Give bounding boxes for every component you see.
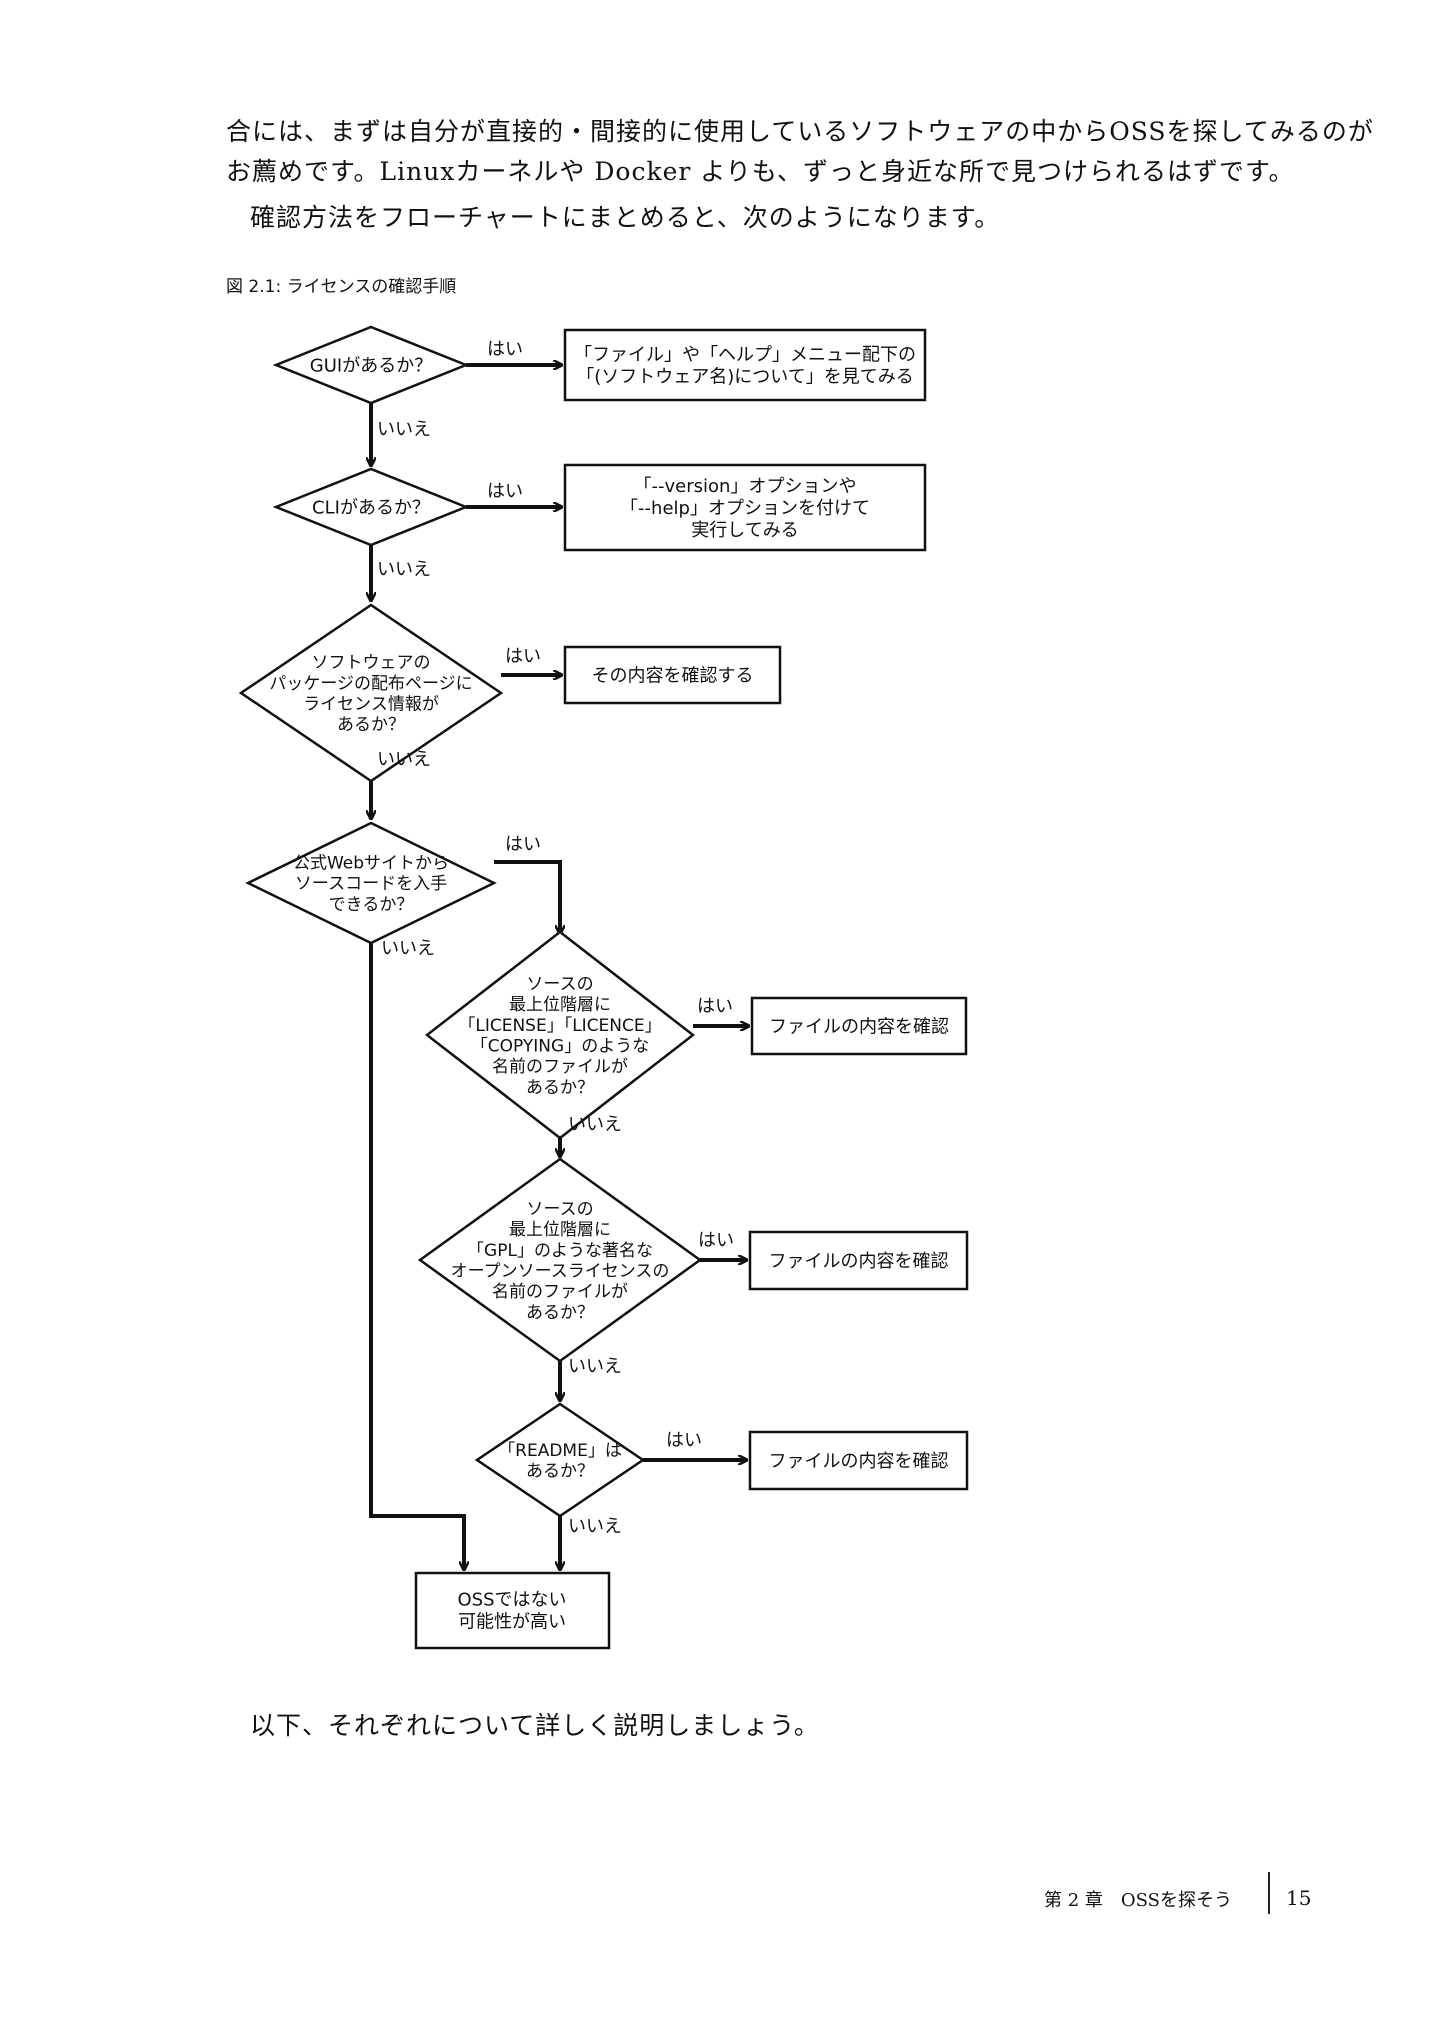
action-1-text-line-1: 「ファイル」や「ヘルプ」メニュー配下の (574, 345, 916, 366)
decision-3-text-line-1: ソフトウェアの (312, 653, 431, 673)
decision-6-text-line-4: オープンソースライセンスの (451, 1261, 670, 1281)
decision-diamond-2 (272, 467, 470, 547)
terminal-text-line-1: OSSではない (457, 1590, 566, 1611)
yes-label-7: はい (666, 1430, 702, 1451)
footer-divider (1268, 1872, 1270, 1914)
decision-6-text-line-2: 最上位階層に (509, 1220, 611, 1240)
yes-label-1: はい (487, 339, 523, 360)
decision-diamond-1 (272, 325, 470, 405)
decision-diamond-6 (417, 1157, 703, 1363)
terminal-box (414, 1571, 611, 1650)
action-4-text-line-1: ファイルの内容を確認 (769, 1016, 949, 1037)
decision-7-text-line-1: 「README」は (498, 1441, 622, 1461)
decision-diamond-4 (245, 821, 497, 945)
action-box-6 (748, 1430, 969, 1491)
footer-page-number: 15 (1286, 1886, 1312, 1910)
decision-5-text-line-4: 「COPYING」のような (471, 1036, 649, 1056)
decision-3-text-line-2: パッケージの配布ページに (269, 674, 472, 694)
decision-diamond-3 (238, 603, 504, 783)
yes-label-6: はい (698, 1230, 734, 1251)
decision-1-text-line-1: GUIがあるか？ (310, 355, 432, 376)
action-2-text-line-2: 「--help」オプションを付けて (620, 498, 870, 519)
action-6-text-line-1: ファイルの内容を確認 (769, 1451, 949, 1472)
decision-6-text-line-5: 名前のファイルが (492, 1282, 628, 1302)
footer-chapter: 第 2 章 OSSを探そう (1044, 1890, 1232, 1911)
action-3-text-line-1: その内容を確認する (592, 665, 754, 686)
action-box-4 (750, 996, 968, 1056)
yes-label-3: はい (505, 646, 541, 667)
no-label-4: いいえ (381, 938, 435, 959)
decision-3-text-line-4: あるか？ (337, 715, 405, 735)
decision-7-text-line-2: あるか？ (526, 1461, 594, 1481)
yes-arrow-4 (494, 860, 560, 933)
no-label-6: いいえ (568, 1356, 622, 1377)
decision-6-text-line-1: ソースの (526, 1199, 593, 1219)
terminal-text-line-2: 可能性が高い (458, 1611, 566, 1632)
no-label-7: いいえ (568, 1516, 622, 1537)
action-box-1 (563, 328, 927, 402)
decision-6-text-line-6: あるか？ (526, 1303, 594, 1323)
decision-diamond-5 (424, 930, 696, 1140)
action-5-text-line-1: ファイルの内容を確認 (769, 1251, 949, 1272)
decision-3-text-line-3: ライセンス情報が (303, 694, 439, 714)
decision-4-text-line-3: できるか？ (329, 895, 414, 915)
decision-5-text-line-6: あるか？ (526, 1078, 594, 1098)
action-2-text-line-1: 「--version」オプションや (634, 476, 857, 497)
decision-2-text-line-1: CLIがあるか？ (312, 497, 430, 518)
decision-5-text-line-2: 最上位階層に (509, 995, 611, 1015)
decision-5-text-line-3: 「LICENSE」「LICENCE」 (458, 1016, 661, 1036)
body-line-3: 確認方法をフローチャートにまとめると、次のようになります。 (250, 203, 1001, 232)
decision-diamond-7 (474, 1402, 646, 1518)
no-label-5: いいえ (568, 1114, 622, 1135)
action-box-5 (748, 1230, 969, 1291)
decision-4-text-line-2: ソースコードを入手 (295, 874, 447, 894)
action-1-text-line-2: 「(ソフトウェア名)について」を見てみる (576, 366, 914, 387)
decision-6-text-line-3: 「GPL」のような著名な (467, 1241, 653, 1261)
no-arrow-4 (369, 943, 464, 1569)
decision-4-text-line-1: 公式Webサイトから (293, 853, 449, 873)
yes-label-5: はい (697, 996, 733, 1017)
no-label-1: いいえ (377, 419, 431, 440)
action-box-3 (563, 645, 782, 705)
body-line-2: お薦めです。Linuxカーネルや Docker よりも、ずっと身近な所で見つけら… (226, 157, 1295, 186)
no-label-2: いいえ (377, 559, 431, 580)
body-after-figure: 以下、それぞれについて詳しく説明しましょう。 (250, 1711, 820, 1740)
action-box-2 (563, 463, 927, 552)
figure-caption: 図 2.1: ライセンスの確認手順 (226, 277, 457, 297)
decision-5-text-line-1: ソースの (526, 974, 593, 994)
yes-label-2: はい (487, 481, 523, 502)
no-label-3: いいえ (377, 749, 431, 770)
body-line-1: 合には、まずは自分が直接的・間接的に使用しているソフトウェアの中からOSSを探し… (226, 117, 1374, 146)
action-2-text-line-3: 実行してみる (691, 520, 798, 541)
decision-5-text-line-5: 名前のファイルが (492, 1057, 628, 1077)
yes-label-4: はい (505, 834, 541, 855)
